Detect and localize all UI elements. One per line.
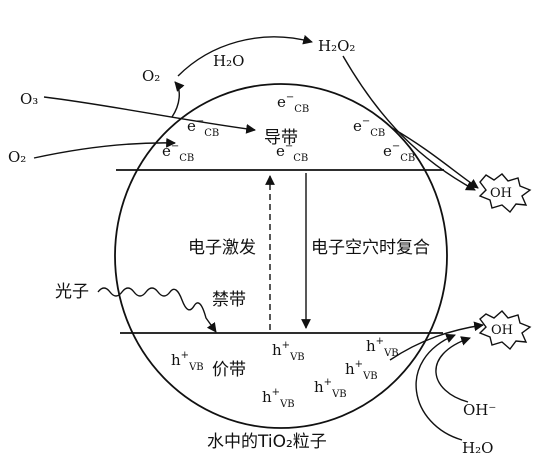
svg-text:h+VB: h+VB — [314, 377, 347, 400]
svg-text:e−CB: e−CB — [276, 141, 308, 164]
h2o2-to-oh-arrow — [342, 55, 476, 191]
o2-in-label: O₂ — [8, 148, 26, 166]
excitation-label: 电子激发 — [188, 238, 256, 258]
o2-out-label: O₂ — [142, 67, 160, 85]
o2-arrow — [33, 137, 176, 159]
conduction-band-label: 导带 — [264, 128, 298, 148]
hole-to-oh-arrow — [389, 321, 484, 361]
hole-vb-3: h+VB — [366, 336, 399, 359]
electron-cb-3: e−CB — [353, 116, 385, 139]
svg-text:h+VB: h+VB — [366, 336, 399, 359]
starburst-shape — [478, 173, 532, 214]
h2o-to-h2o2-arrow — [177, 34, 313, 77]
recombination-label: 电子空穴时复合 — [311, 238, 430, 258]
hole-vb-6: h+VB — [262, 387, 295, 410]
hole-vb-2: h+VB — [171, 350, 204, 373]
particle-caption: 水中的TiO₂粒子 — [207, 432, 327, 452]
h2o-top-label: H₂O — [213, 52, 244, 70]
electron-cb-6: e−CB — [383, 141, 415, 164]
electron-to-oh-arrow — [391, 127, 479, 189]
forbidden-band-label: 禁带 — [212, 290, 246, 310]
oh-minus-label: OH⁻ — [463, 401, 496, 419]
h2o-to-oh-arrow — [415, 333, 463, 441]
oh-radical-bottom-label: OH — [491, 323, 513, 338]
svg-text:e−CB: e−CB — [277, 92, 309, 115]
svg-text:e−CB: e−CB — [187, 116, 219, 139]
hole-vb-5: h+VB — [314, 377, 347, 400]
oh-radical-top-label: OH — [490, 186, 512, 201]
valence-band-label: 价带 — [212, 360, 246, 380]
tio2-particle-circle — [114, 83, 448, 429]
h2o-bottom-label: H₂O — [462, 439, 493, 457]
hole-vb-4: h+VB — [345, 359, 378, 382]
o3-label: O₃ — [20, 90, 38, 108]
electron-cb-4: e−CB — [162, 141, 194, 164]
oh-radical-bottom: OH — [478, 310, 532, 351]
electron-symbol: e — [277, 93, 286, 111]
electron-cb-2: e−CB — [187, 116, 219, 139]
svg-text:e−CB: e−CB — [383, 141, 415, 164]
photon-label: 光子 — [55, 282, 89, 302]
svg-text:h+VB: h+VB — [262, 387, 295, 410]
svg-text:h+VB: h+VB — [345, 359, 378, 382]
starburst-shape — [478, 310, 532, 351]
svg-text:h+VB: h+VB — [171, 350, 204, 373]
o3-arrow — [43, 96, 256, 134]
svg-text:h+VB: h+VB — [272, 340, 305, 363]
h2o2-label: H₂O₂ — [318, 37, 355, 55]
oh-radical-top: OH — [478, 173, 532, 214]
oh-minus-to-oh-arrow — [435, 336, 471, 403]
hole-vb-1: h+VB — [272, 340, 305, 363]
svg-text:e−CB: e−CB — [162, 141, 194, 164]
o2-out-arrow — [171, 81, 185, 118]
svg-text:e−CB: e−CB — [353, 116, 385, 139]
electron-cb-5: e−CB — [276, 141, 308, 164]
photon-wave-arrow — [97, 287, 217, 333]
electron-cb-1: e−CB — [277, 92, 309, 115]
